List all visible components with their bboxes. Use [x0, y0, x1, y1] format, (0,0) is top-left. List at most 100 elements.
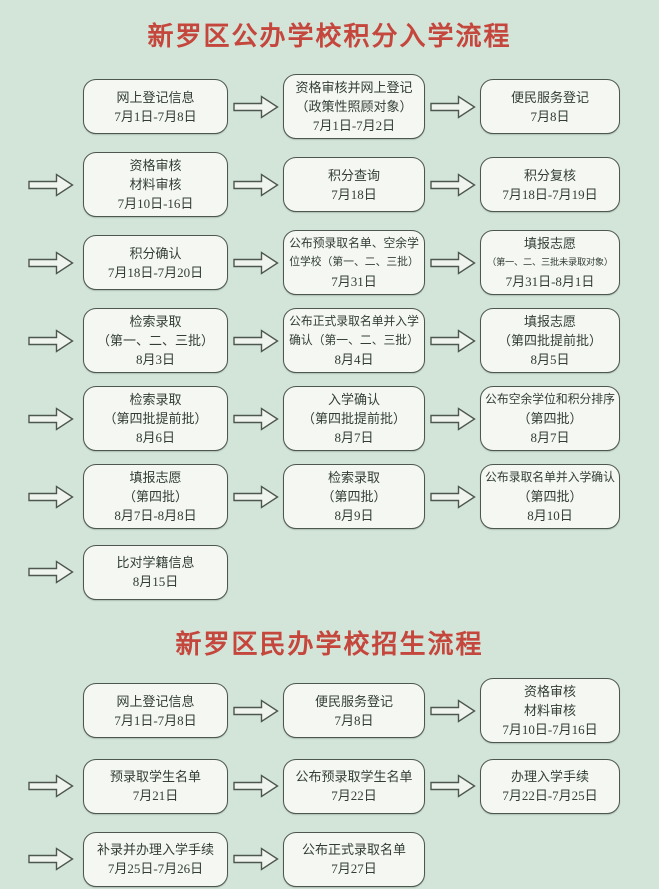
flow-step-box: 资格审核并网上登记（政策性照顾对象）7月1日-7月2日	[283, 74, 425, 139]
flow-step-text-line: 入学确认	[327, 392, 380, 407]
step-connector-arrow-slot	[425, 328, 480, 354]
right-block-arrow-icon	[232, 328, 279, 353]
right-block-arrow-icon	[429, 94, 476, 119]
flow-step-text-line: 补录并办理入学手续	[96, 842, 214, 857]
flow-row: 检索录取（第一、二、三批）8月3日 公布正式录取名单并入学确认（第一、二、三批） 8…	[0, 308, 659, 373]
flow-step-box: 公布预录取名单、空余学位学校（第一、二、三批）7月31日	[283, 230, 425, 295]
flow-step-text-line: 8月7日-8月8日	[114, 508, 197, 523]
step-connector-arrow-slot	[425, 172, 480, 198]
step-connector-arrow-slot	[425, 250, 480, 276]
flow-step-box: 填报志愿 （第四批） 8月7日-8月8日	[83, 464, 228, 529]
step-connector-arrow-slot	[425, 484, 480, 510]
step-connector-arrow-slot	[228, 172, 283, 198]
flow-step-box: 填报志愿（第一、二、三批未录取对象）7月31日-8月1日	[480, 230, 620, 295]
flow-step-text-line: 填报志愿	[129, 470, 182, 485]
step-connector-arrow-slot	[228, 773, 283, 799]
flow-title: 新罗区民办学校招生流程	[175, 629, 484, 659]
flow-step-text-line: 预录取学生名单	[109, 769, 201, 784]
flow-step-text-line: 8月4日	[334, 352, 374, 367]
flow-step-box: 公布正式录取名单并入学确认（第一、二、三批） 8月4日	[283, 308, 425, 373]
right-block-arrow-icon	[232, 406, 279, 431]
flow-step-text-line: 8月7日	[334, 430, 374, 445]
step-connector-arrow-slot	[228, 250, 283, 276]
flow-step-text-line: 7月31日-8月1日	[505, 274, 595, 289]
flow-step-text-line: 8月10日	[527, 508, 573, 523]
right-block-arrow-icon	[232, 94, 279, 119]
right-block-arrow-icon	[429, 774, 476, 798]
right-block-arrow-icon	[429, 484, 476, 509]
flow-step-text-line: 8月7日	[530, 430, 570, 445]
flow-step-text-line: （第四批）	[122, 489, 188, 504]
flow-step-text-line: （第四批）	[517, 489, 583, 504]
flow-step-text-line: 8月5日	[530, 352, 570, 367]
right-block-arrow-icon	[232, 172, 279, 197]
flow-step-text-line: 位学校（第一、二、三批）	[289, 256, 419, 268]
step-connector-arrow-slot	[425, 406, 480, 432]
right-block-arrow-icon	[28, 328, 74, 353]
flow-step-box: 填报志愿（第四批提前批）8月5日	[480, 308, 620, 373]
flow-step-text-line: 材料审核	[129, 177, 182, 192]
flow-step-box: 公布录取名单并入学确认 （第四批） 8月10日	[480, 464, 620, 529]
flow-step-text-line: 公布预录取名单、空余学	[289, 236, 419, 250]
right-block-arrow-icon	[28, 774, 74, 798]
right-block-arrow-icon	[232, 484, 279, 509]
right-block-arrow-icon	[429, 698, 476, 723]
flow-step-text-line: （第四批提前批）	[497, 333, 602, 348]
flow-step-text-line: 公布录取名单并入学确认	[485, 470, 615, 484]
flow-step-text-line: 便民服务登记	[314, 693, 393, 709]
flow-step-box: 检索录取（第一、二、三批）8月3日	[83, 308, 228, 373]
row-continuation-arrow-slot	[0, 484, 83, 510]
flow-step-text-line: （政策性照顾对象）	[295, 99, 413, 114]
flow-step-text-line: 7月22日-7月25日	[502, 788, 598, 803]
step-connector-arrow-slot	[228, 484, 283, 510]
step-connector-arrow-slot	[425, 94, 480, 120]
right-block-arrow-icon	[28, 406, 74, 431]
row-continuation-arrow-slot	[0, 328, 83, 354]
flow-step-text-line: 资格审核	[129, 158, 182, 173]
step-connector-arrow-slot	[425, 773, 480, 799]
flow-step-text-line: 办理入学手续	[510, 769, 589, 784]
flow-step-text-line: 积分复核	[523, 167, 576, 183]
step-connector-arrow-slot	[425, 698, 480, 724]
flow-step-text-line: 7月1日-7月8日	[114, 712, 197, 728]
flow-step-text-line: （第四批）	[517, 411, 583, 426]
row-continuation-arrow-slot	[0, 172, 83, 198]
flow-step-box: 检索录取（第四批提前批）8月6日	[83, 386, 228, 451]
flow-step-text-line: （第四批）	[321, 489, 387, 504]
flow-step-text-line: 确认（第一、二、三批）	[289, 333, 419, 347]
step-connector-arrow-slot	[228, 698, 283, 724]
flow-step-text-line: （第一、二、三批未录取对象）	[487, 257, 613, 267]
flow-step-text-line: 检索录取	[327, 470, 380, 485]
flow-step-text-line: 7月10日-7月16日	[502, 722, 598, 737]
flow-step-text-line: 7月8日	[530, 108, 570, 124]
flow-step-text-line: 7月1日-7月8日	[114, 108, 197, 124]
flow-step-text-line: 公布正式录取名单并入学	[289, 314, 419, 328]
step-connector-arrow-slot	[228, 406, 283, 432]
flow-step-text-line: 公布空余学位和积分排序	[485, 392, 615, 406]
flow-step-text-line: 检索录取	[129, 392, 182, 407]
right-block-arrow-icon	[232, 698, 279, 723]
row-continuation-arrow-slot	[0, 406, 83, 432]
flow-step-text-line: 7月10日-16日	[117, 196, 194, 211]
flow-step-text-line: 7月27日	[331, 861, 377, 876]
flow-step-text-line: 资格审核并网上登记	[295, 80, 413, 95]
flow-step-text-line: 比对学籍信息	[116, 555, 195, 570]
row-continuation-arrow-slot	[0, 559, 83, 585]
flow-step-text-line: 资格审核	[523, 684, 576, 699]
flow-step-box: 办理入学手续 7月22日-7月25日	[480, 758, 620, 814]
row-continuation-arrow-slot	[0, 773, 83, 799]
